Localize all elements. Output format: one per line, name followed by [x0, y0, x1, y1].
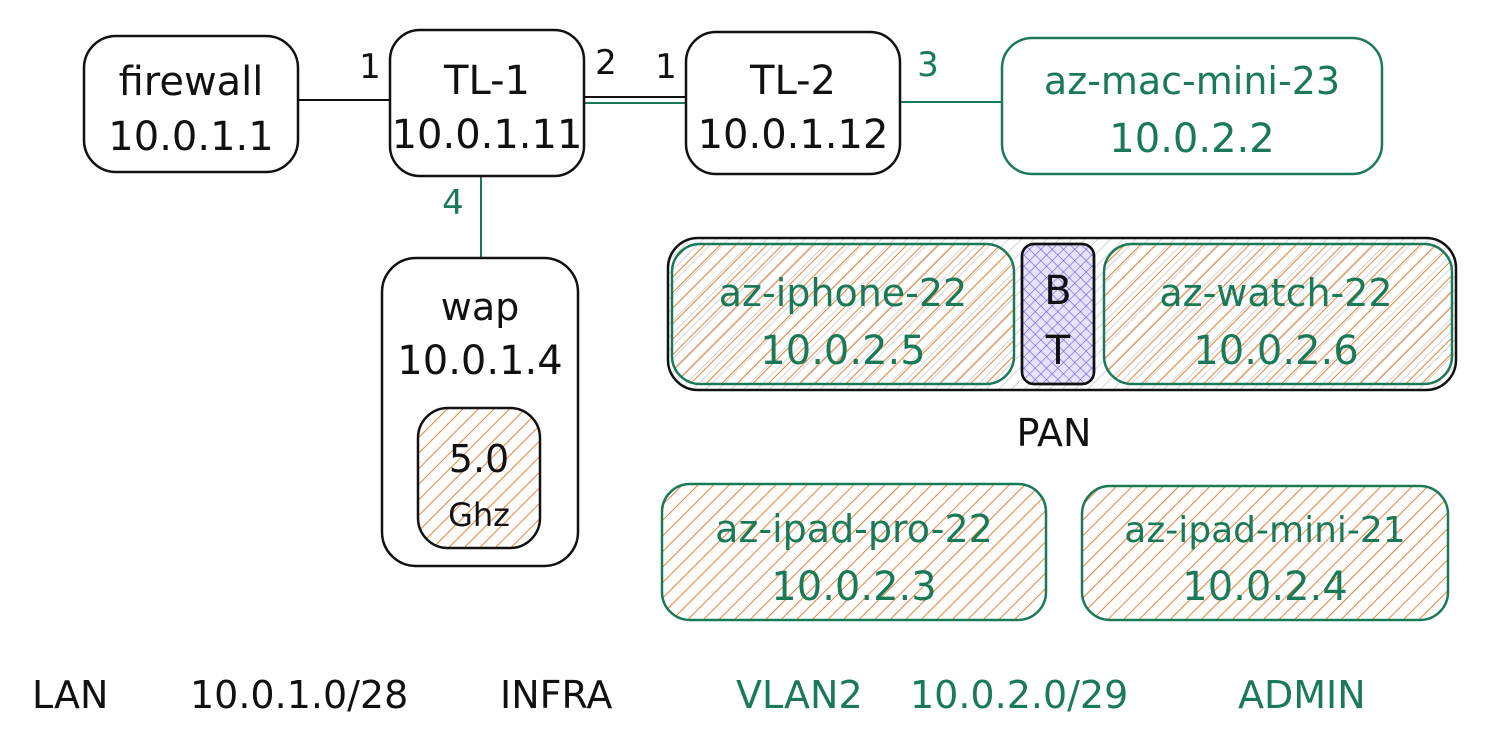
tl2-ip: 10.0.1.12	[698, 112, 889, 158]
port-tl1-wap: 4	[442, 183, 464, 223]
tl2-name: TL-2	[749, 58, 836, 104]
mac-mini-name: az-mac-mini-23	[1044, 59, 1340, 103]
pan-group: az-iphone-22 10.0.2.5 B T az-watch-22 10…	[666, 236, 1458, 392]
watch-name: az-watch-22	[1159, 271, 1392, 315]
node-firewall: firewall 10.0.1.1	[82, 34, 300, 174]
pan-label: PAN	[1017, 411, 1092, 455]
ipad-pro-name: az-ipad-pro-22	[715, 507, 993, 551]
port-fw-tl1: 1	[359, 47, 381, 87]
wap-band-line1: 5.0	[449, 437, 509, 481]
ipad-mini-name: az-ipad-mini-21	[1124, 510, 1405, 551]
wap-band-line2: Ghz	[448, 496, 510, 534]
port-tl1-tl2: 2	[595, 43, 617, 83]
node-iphone: az-iphone-22 10.0.2.5	[670, 242, 1016, 386]
legend-vlan-subnet: 10.0.2.0/29	[910, 673, 1128, 717]
port-tl2-mac: 3	[917, 45, 939, 85]
firewall-name: firewall	[119, 59, 264, 105]
tl1-ip: 10.0.1.11	[392, 112, 583, 158]
tl1-name: TL-1	[443, 58, 530, 104]
node-watch: az-watch-22 10.0.2.6	[1102, 242, 1454, 386]
iphone-name: az-iphone-22	[719, 271, 967, 315]
legend-lan-name: INFRA	[500, 673, 612, 717]
ipad-pro-ip: 10.0.2.3	[771, 564, 936, 610]
firewall-ip: 10.0.1.1	[108, 114, 273, 160]
legend-lan: LAN	[32, 673, 108, 717]
bluetooth-link: B T	[1020, 242, 1096, 386]
ipad-mini-ip: 10.0.2.4	[1182, 564, 1347, 610]
bt-line2: T	[1045, 328, 1071, 374]
wap-ip: 10.0.1.4	[397, 338, 562, 384]
legend-vlan-name: ADMIN	[1238, 673, 1366, 717]
legend-lan-subnet: 10.0.1.0/28	[190, 673, 408, 717]
node-tl2: TL-2 10.0.1.12	[684, 30, 902, 176]
node-mac-mini: az-mac-mini-23 10.0.2.2	[1000, 36, 1384, 176]
mac-mini-ip: 10.0.2.2	[1109, 116, 1274, 162]
wap-name: wap	[441, 285, 520, 329]
wap-band: 5.0 Ghz	[416, 406, 542, 550]
node-tl1: TL-1 10.0.1.11	[388, 28, 586, 178]
bt-line1: B	[1044, 268, 1071, 314]
node-ipad-mini: az-ipad-mini-21 10.0.2.4	[1080, 484, 1450, 622]
legend-vlan: VLAN2	[736, 673, 863, 717]
node-ipad-pro: az-ipad-pro-22 10.0.2.3	[660, 482, 1048, 622]
node-wap: wap 10.0.1.4 5.0 Ghz	[380, 256, 580, 568]
port-tl2-from-tl1: 1	[655, 47, 677, 87]
watch-ip: 10.0.2.6	[1193, 328, 1358, 374]
iphone-ip: 10.0.2.5	[760, 328, 925, 374]
